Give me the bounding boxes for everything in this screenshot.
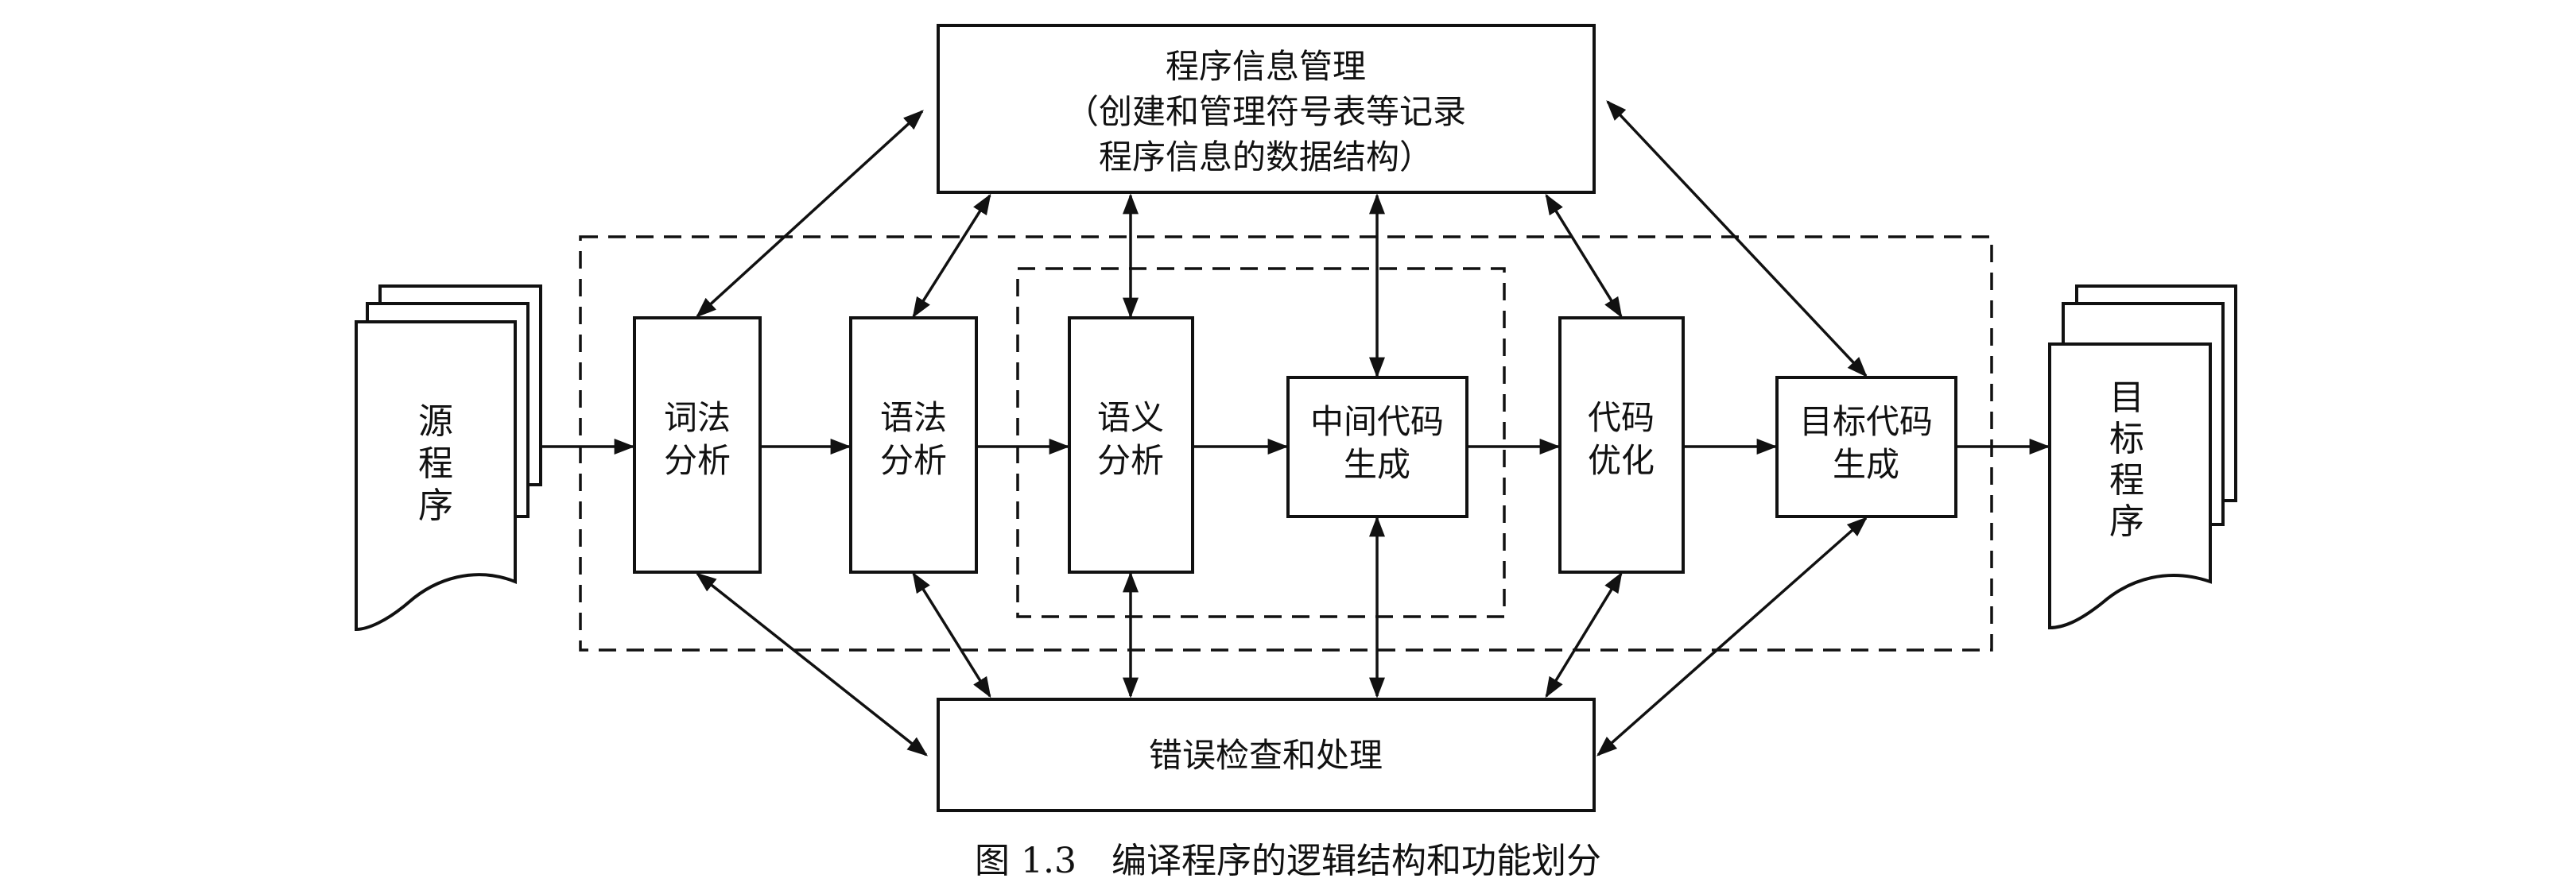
semantic-analysis-label-1: 语义 [1097,398,1164,437]
link-target-code-info [1606,100,1868,377]
source-char-2: 程 [418,443,453,484]
target-char-4: 序 [2109,501,2144,542]
semantic-analysis-box: 语义 分析 [1068,316,1194,574]
semantic-analysis-label-2: 分析 [1097,441,1164,480]
intermediate-code-label-2: 生成 [1344,445,1410,484]
target-char-3: 程 [2109,460,2144,501]
syntax-analysis-box: 语法 分析 [849,316,978,574]
lexical-analysis-box: 词法 分析 [633,316,762,574]
info-management-links [696,100,1868,378]
link-optimization-info [1545,193,1623,319]
syntax-analysis-label-2: 分析 [880,441,947,480]
program-info-management-box: 程序信息管理 （创建和管理符号表等记录 程序信息的数据结构） [937,24,1596,194]
source-char-1: 源 [418,401,453,442]
code-optimization-label-1: 代码 [1588,398,1655,437]
error-handling-links [695,516,1868,756]
syntax-analysis-label-1: 语法 [880,398,947,437]
figure-caption: 图 1.3 编译程序的逻辑结构和功能划分 [975,841,1601,881]
link-syntax-info [912,193,991,319]
error-handling-box: 错误检查和处理 [937,698,1596,812]
intermediate-code-label-1: 中间代码 [1310,402,1444,441]
link-target-code-error [1596,517,1868,756]
lexical-analysis-label-1: 词法 [664,398,731,437]
link-optimization-error [1545,571,1623,698]
program-info-detail-line2: 程序信息的数据结构） [1099,137,1433,176]
source-char-3: 序 [418,486,453,526]
lexical-analysis-label-2: 分析 [664,441,731,480]
target-char-1: 目 [2109,377,2144,418]
link-lexical-error [695,572,929,756]
target-code-generation-box: 目标代码 生成 [1775,376,1957,518]
target-code-label-1: 目标代码 [1799,402,1933,441]
intermediate-code-generation-box: 中间代码 生成 [1286,376,1468,518]
front-end-dashed-region [579,235,1993,652]
link-lexical-info [696,110,924,318]
error-handling-label: 错误检查和处理 [1149,736,1383,775]
link-syntax-error [912,571,991,698]
target-char-2: 标 [2109,419,2144,459]
target-program-document: 目 标 程 序 [2048,284,2237,630]
code-optimization-label-2: 优化 [1588,441,1655,480]
program-info-title: 程序信息管理 [1166,47,1366,86]
source-program-document: 源 程 序 [355,284,542,632]
target-code-label-2: 生成 [1833,445,1899,484]
program-info-detail-line1: （创建和管理符号表等记录 [1065,92,1466,131]
code-optimization-box: 代码 优化 [1558,316,1685,574]
